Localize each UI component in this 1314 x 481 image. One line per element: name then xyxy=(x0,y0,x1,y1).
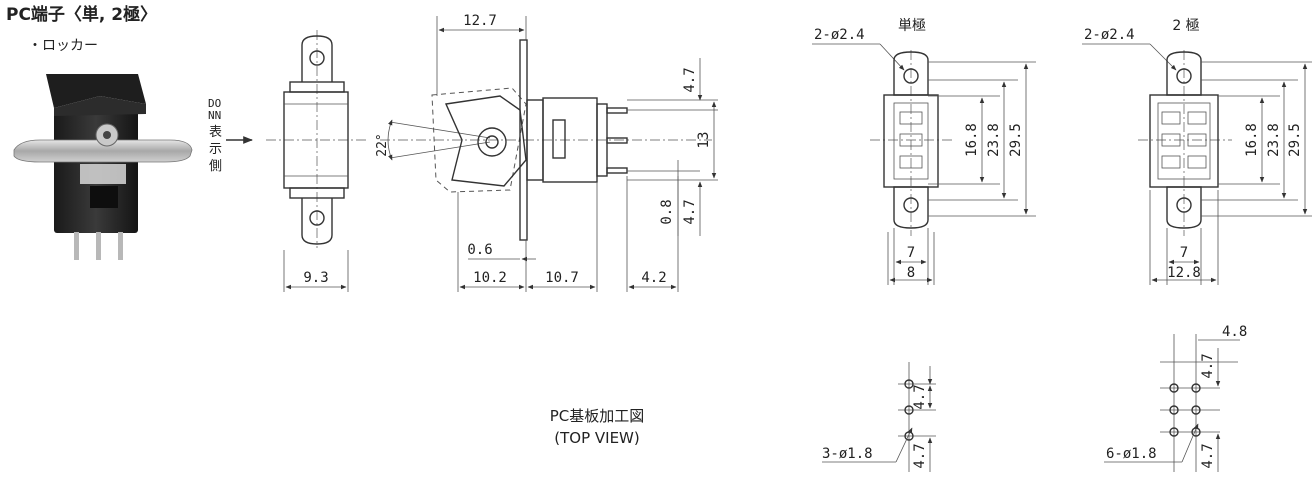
single-dim-7: 7 xyxy=(907,245,915,261)
svg-text:示: 示 xyxy=(209,142,222,157)
dim-0-6: 0.6 xyxy=(467,242,492,258)
single-pole-drawing: 単極 2-ø2.4 16.8 23.8 29.5 7 8 xyxy=(812,18,1036,285)
display-side-label: DO NN 表 示 側 xyxy=(208,97,253,174)
front-view-drawing: 9.3 xyxy=(266,30,368,292)
svg-text:表: 表 xyxy=(209,125,222,140)
double-dim-12-8: 12.8 xyxy=(1167,265,1201,281)
svg-text:NN: NN xyxy=(208,109,221,122)
single-dim-8: 8 xyxy=(907,265,915,281)
single-pcb-dim-4-7a: 4.7 xyxy=(912,384,928,409)
double-dim-16-8: 16.8 xyxy=(1244,123,1260,157)
page-title: PC端子〈単, 2極〉 xyxy=(6,4,157,25)
single-hole-label: 2-ø2.4 xyxy=(814,27,865,43)
svg-text:DO: DO xyxy=(208,97,221,110)
dim-13: 13 xyxy=(696,132,712,149)
double-dim-7: 7 xyxy=(1180,245,1188,261)
dim-4-7-top: 4.7 xyxy=(682,67,698,92)
double-pcb-dim-4-7b: 4.7 xyxy=(1200,443,1216,468)
double-pcb-layout: 4.8 4.7 4.7 6-ø1.8 xyxy=(1104,324,1247,472)
pcb-caption-view: (TOP VIEW) xyxy=(554,429,639,447)
svg-text:側: 側 xyxy=(209,159,222,174)
single-pole-title: 単極 xyxy=(898,18,926,34)
single-pcb-layout: 4.7 4.7 3-ø1.8 xyxy=(822,362,936,472)
single-dim-16-8: 16.8 xyxy=(964,123,980,157)
dim-4-2: 4.2 xyxy=(641,270,666,286)
dim-12-7: 12.7 xyxy=(463,13,497,29)
angle-dim: 22° xyxy=(375,133,390,156)
rocker-switch-photo xyxy=(13,74,193,260)
dim-10-2: 10.2 xyxy=(473,270,507,286)
pcb-caption-title: PC基板加工図 xyxy=(550,407,645,425)
dim-4-7-bottom: 4.7 xyxy=(682,199,698,224)
single-dim-29-5: 29.5 xyxy=(1008,123,1024,157)
double-pcb-hole-label: 6-ø1.8 xyxy=(1106,446,1157,462)
double-pole-drawing: 2 極 2-ø2.4 16.8 23.8 29.5 7 xyxy=(1082,18,1312,285)
double-dim-23-8: 23.8 xyxy=(1266,123,1282,157)
double-hole-label: 2-ø2.4 xyxy=(1084,27,1135,43)
front-width-dim: 9.3 xyxy=(303,270,328,286)
double-dim-29-5: 29.5 xyxy=(1287,123,1303,157)
double-pole-title: 2 極 xyxy=(1172,18,1199,34)
dim-0-8: 0.8 xyxy=(659,199,675,224)
side-view-drawing: 22° 12.7 4.7 xyxy=(375,13,718,292)
single-pcb-dim-4-7b: 4.7 xyxy=(912,443,928,468)
single-dim-23-8: 23.8 xyxy=(986,123,1002,157)
single-pcb-hole-label: 3-ø1.8 xyxy=(822,446,873,462)
double-pcb-dim-4-8: 4.8 xyxy=(1222,324,1247,340)
double-pcb-dim-4-7a: 4.7 xyxy=(1200,353,1216,378)
product-type-label: ・ロッカー xyxy=(28,38,98,54)
dim-10-7: 10.7 xyxy=(545,270,579,286)
